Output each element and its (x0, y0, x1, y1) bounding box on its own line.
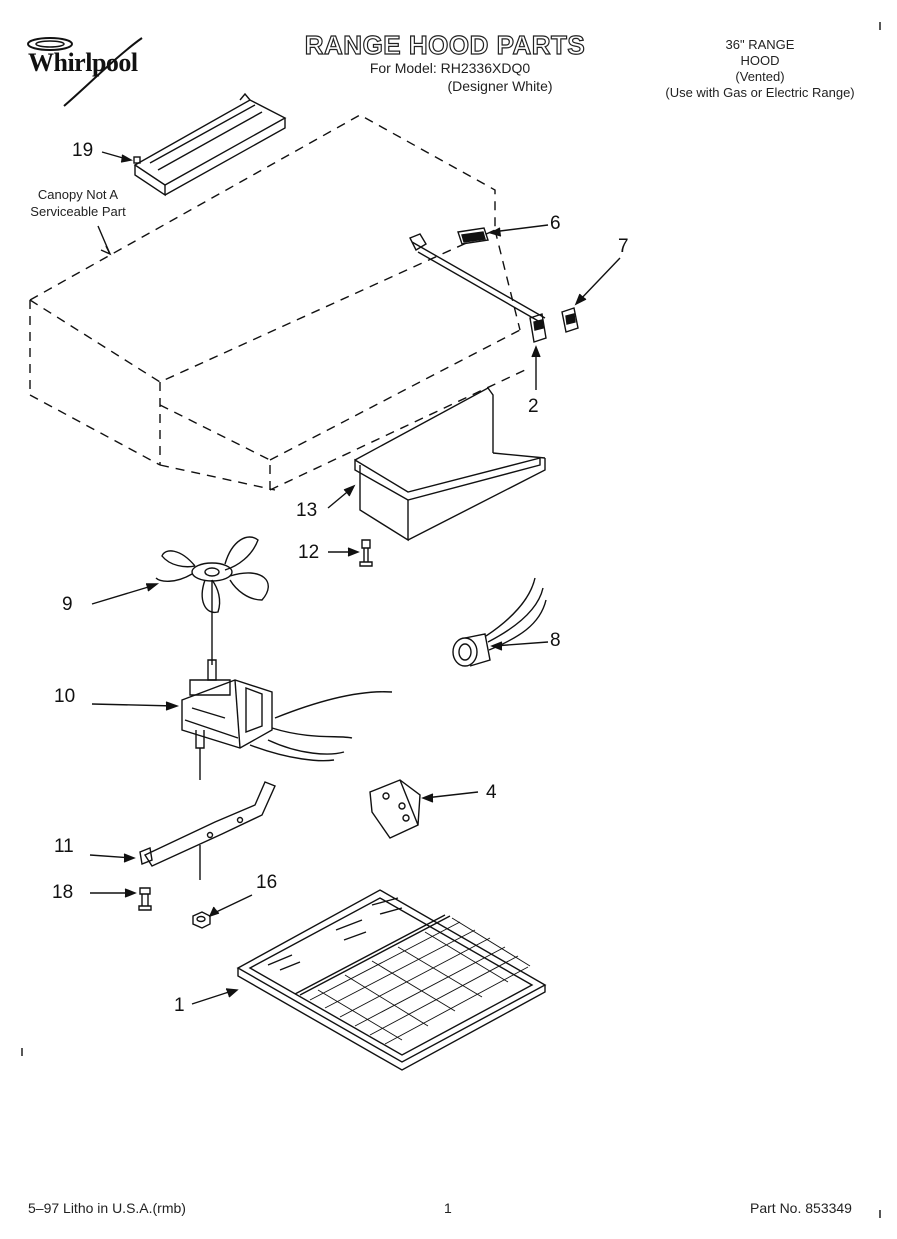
part-10-motor (181, 659, 393, 780)
page-title: RANGE HOOD PARTS (304, 29, 586, 60)
canopy-note-line-1: Canopy Not A (37, 187, 119, 202)
switch-bracket (409, 233, 546, 323)
product-line-2: HOOD (740, 53, 780, 68)
part-19-light-assembly (133, 92, 287, 197)
part-9-fan-blade (155, 536, 269, 665)
callout-9: 9 (62, 594, 73, 615)
part-12-screw (359, 539, 373, 567)
callout-19: 19 (72, 140, 94, 161)
callout-8: 8 (550, 630, 561, 651)
brand-logo: Whirlpool (24, 34, 184, 109)
callout-6: 6 (550, 213, 561, 234)
brand-name: Whirlpool (28, 48, 138, 77)
callout-11: 11 (54, 836, 74, 857)
callout-2: 2 (528, 396, 539, 417)
callout-16: 16 (256, 872, 278, 893)
callout-18: 18 (52, 882, 74, 903)
part-4-bracket (369, 779, 421, 839)
footer-litho: 5–97 Litho in U.S.A.(rmb) (28, 1200, 186, 1216)
part-1-filter (236, 889, 547, 1071)
canopy-note-line-2: Serviceable Part (30, 204, 126, 219)
designer-line: (Designer White) (447, 78, 553, 94)
callout-4: 4 (486, 782, 497, 803)
product-line-1: 36" RANGE (725, 37, 795, 52)
part-18-screw (138, 887, 152, 911)
part-16-nut (192, 911, 211, 929)
callout-10: 10 (54, 686, 76, 707)
logo-swirl-icon (27, 37, 143, 107)
part-7-switch (561, 307, 579, 333)
product-line-3: (Vented) (735, 69, 785, 84)
part-6-label (457, 227, 489, 245)
callout-7: 7 (618, 236, 629, 257)
footer-part-number: Part No. 853349 (750, 1200, 852, 1216)
canopy-outline (29, 114, 526, 491)
callout-1: 1 (174, 995, 185, 1016)
callout-13: 13 (296, 500, 318, 521)
model-line: For Model: RH2336XDQ0 (369, 60, 531, 76)
part-8-socket (452, 577, 547, 667)
canopy-note: Canopy Not A Serviceable Part (18, 186, 138, 220)
part-2-switch (529, 313, 547, 343)
footer-page-number: 1 (444, 1200, 452, 1216)
product-line-4: (Use with Gas or Electric Range) (665, 85, 855, 100)
part-13-duct-housing (354, 387, 546, 542)
part-11-motor-bracket (139, 781, 276, 880)
callout-12: 12 (298, 542, 320, 563)
